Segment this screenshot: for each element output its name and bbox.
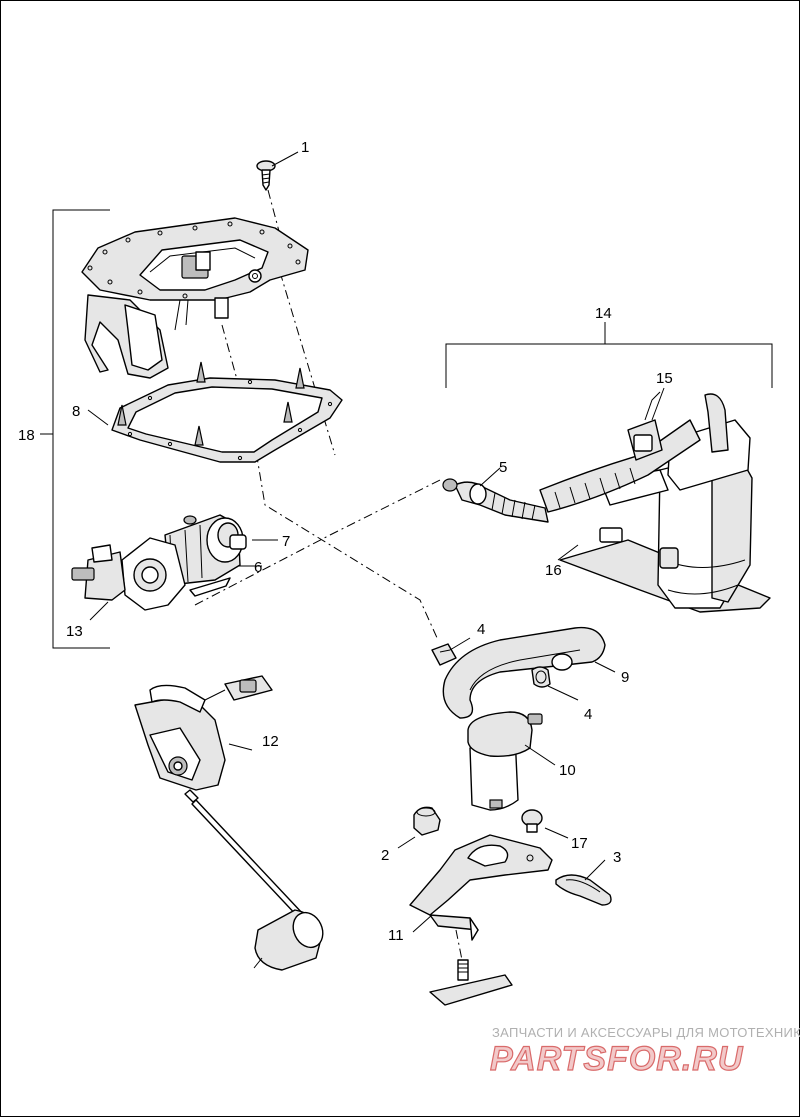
- callout-17: 17: [571, 835, 588, 852]
- leader-lines: [87, 151, 665, 933]
- callout-12: 12: [262, 733, 279, 750]
- callout-16: 16: [545, 562, 562, 579]
- watermark: ЗАПЧАСТИ И АКСЕССУАРЫ ДЛЯ МОТОТЕХНИКИ PA…: [489, 1025, 800, 1079]
- part-clamp-4a: [431, 643, 457, 666]
- callout-4a: 4: [477, 621, 485, 638]
- callout-2: 2: [381, 847, 389, 864]
- part-screw-1: [256, 160, 276, 191]
- part-filter-10: [467, 711, 543, 811]
- part-clip-3: [555, 874, 612, 906]
- part-bracket-11: [409, 834, 553, 941]
- bracket-14: [445, 322, 773, 388]
- callout-4b: 4: [584, 706, 592, 723]
- callout-11: 11: [388, 927, 404, 944]
- part-gasket-8: [111, 361, 343, 463]
- callout-9: 9: [621, 669, 629, 686]
- part-fuel-level-sender-12: [134, 675, 324, 971]
- callout-7: 7: [282, 533, 290, 550]
- callout-3: 3: [613, 849, 621, 866]
- callout-labels: 1 18 8 7 6 13 12 14 15 5 16 4 9 4 10 17 …: [18, 139, 673, 944]
- bracket-18: [40, 209, 110, 649]
- callout-18: 18: [18, 427, 35, 444]
- part-cap-2: [413, 806, 441, 836]
- callout-13: 13: [66, 623, 83, 640]
- watermark-tagline: ЗАПЧАСТИ И АКСЕССУАРЫ ДЛЯ МОТОТЕХНИКИ: [492, 1025, 800, 1040]
- part-fuel-pump-6-7-13: [71, 514, 247, 611]
- part-fuel-pump-module-14: [442, 391, 771, 613]
- part-grommet-17: [521, 809, 543, 833]
- callout-15: 15: [656, 370, 673, 387]
- callout-1: 1: [301, 139, 309, 156]
- callout-10: 10: [559, 762, 576, 779]
- watermark-logo-text: PARTSFOR.RU: [490, 1040, 744, 1078]
- part-mounting-plate-18: [81, 217, 309, 379]
- callout-8: 8: [72, 403, 80, 420]
- part-base-stud: [429, 959, 513, 1006]
- callout-5: 5: [499, 459, 507, 476]
- callout-14: 14: [595, 305, 612, 322]
- callout-6: 6: [254, 559, 262, 576]
- part-clamp-4b: [531, 666, 551, 688]
- part-hose-9: [442, 626, 606, 719]
